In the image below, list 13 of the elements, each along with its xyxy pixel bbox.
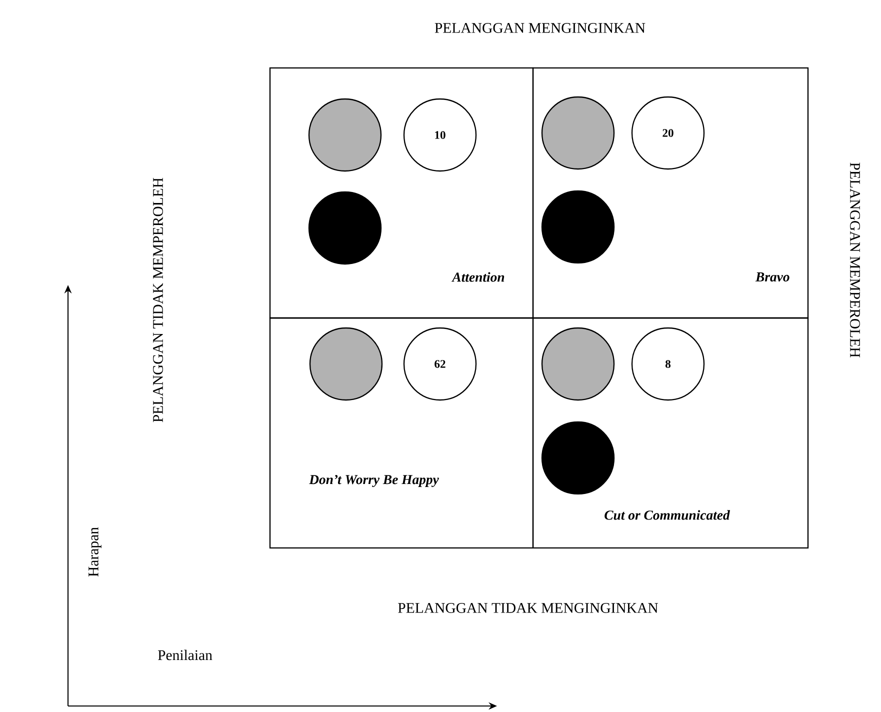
circle-marker	[541, 327, 615, 401]
axis-label: PELANGGAN TIDAK MENGINGINKAN	[398, 603, 658, 613]
circle-marker	[541, 190, 615, 264]
axis-label: PELANGGAN MEMPEROLEH	[850, 162, 860, 358]
circle-marker	[541, 421, 615, 495]
axis-label: PELANGGAN TIDAK MEMPEROLEH	[153, 178, 163, 422]
axis-title: Harapan	[88, 527, 102, 577]
axis-label: PELANGGAN MENGINGINKAN	[434, 23, 646, 33]
circle-marker	[541, 96, 615, 170]
circle-marker	[309, 327, 383, 401]
axis-title: Penilaian	[158, 650, 212, 660]
circle-marker	[308, 191, 382, 265]
circle-marker	[308, 98, 382, 172]
